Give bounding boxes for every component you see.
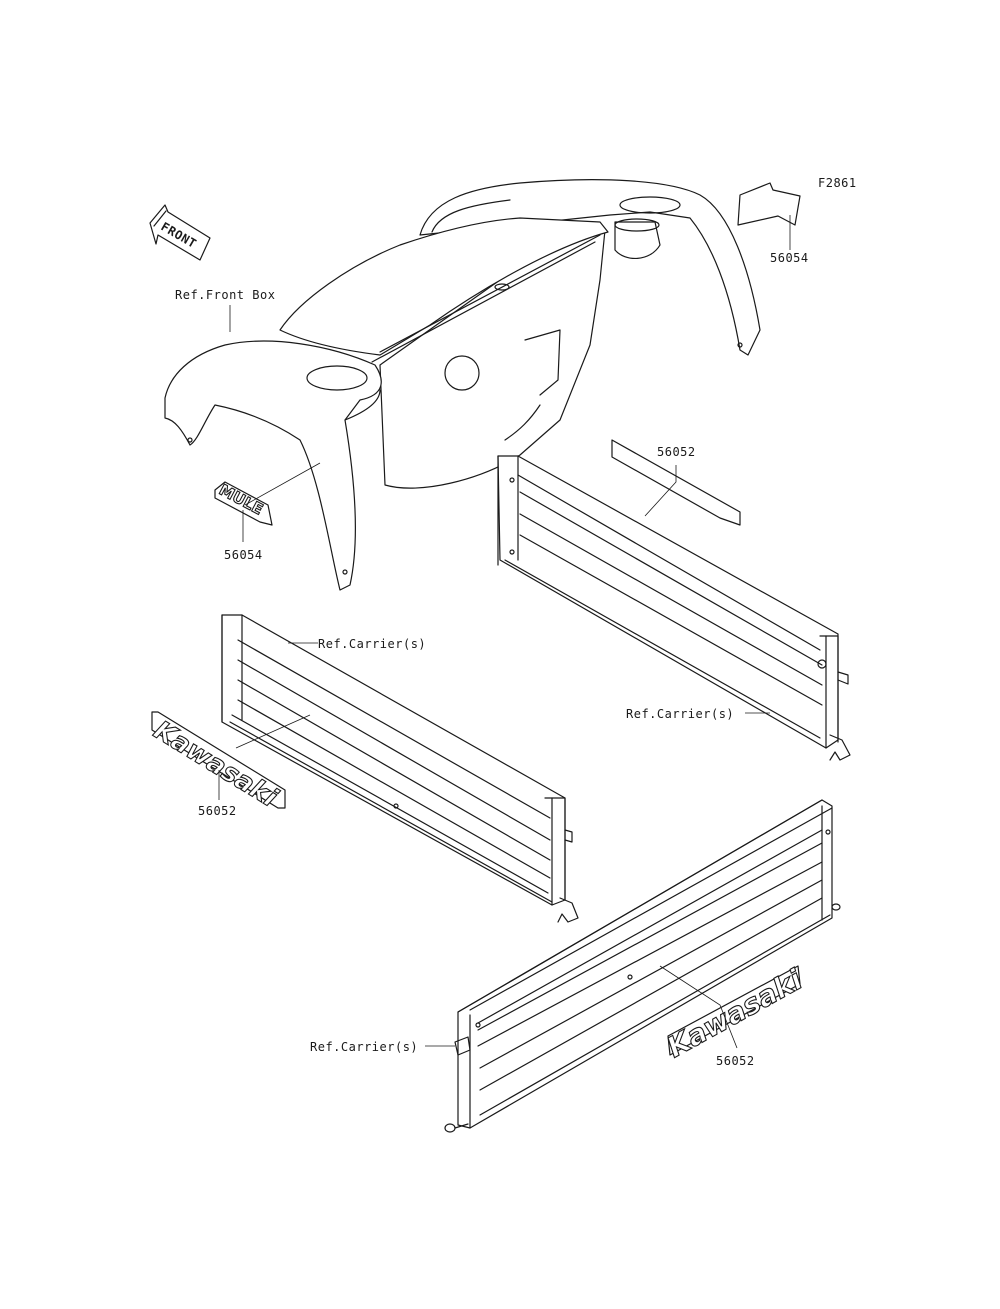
figure-code: F2861 [818,176,857,190]
side-panel-left [221,614,579,923]
tailgate-panel [444,799,841,1133]
decal-side-left-label: 56052 [198,804,237,818]
side-panel-right [497,455,851,761]
front-box-assembly [164,179,761,591]
decal-rear-top [737,182,801,226]
decal-side-right-label: 56052 [657,445,696,459]
front-box-ref-label: Ref.Front Box [175,288,275,302]
decal-side-left-leader-a [235,714,311,749]
carrier-ref-left-label: Ref.Carrier(s) [318,637,426,651]
decal-tailgate-leader [659,965,738,1049]
decal-mule-text: MULE [216,481,266,519]
carrier-ref-tailgate-label: Ref.Carrier(s) [310,1040,418,1054]
decal-mule-label: 56054 [224,548,263,562]
decal-side-right-leader [644,465,677,517]
carrier-ref-right-label: Ref.Carrier(s) [626,707,734,721]
decal-tailgate-label: 56052 [716,1054,755,1068]
decal-rear-top-label: 56054 [770,251,809,265]
decal-mule: MULE [214,480,273,526]
decal-mule-leader-a [244,462,321,506]
front-arrow-icon: FRONT [149,204,211,261]
